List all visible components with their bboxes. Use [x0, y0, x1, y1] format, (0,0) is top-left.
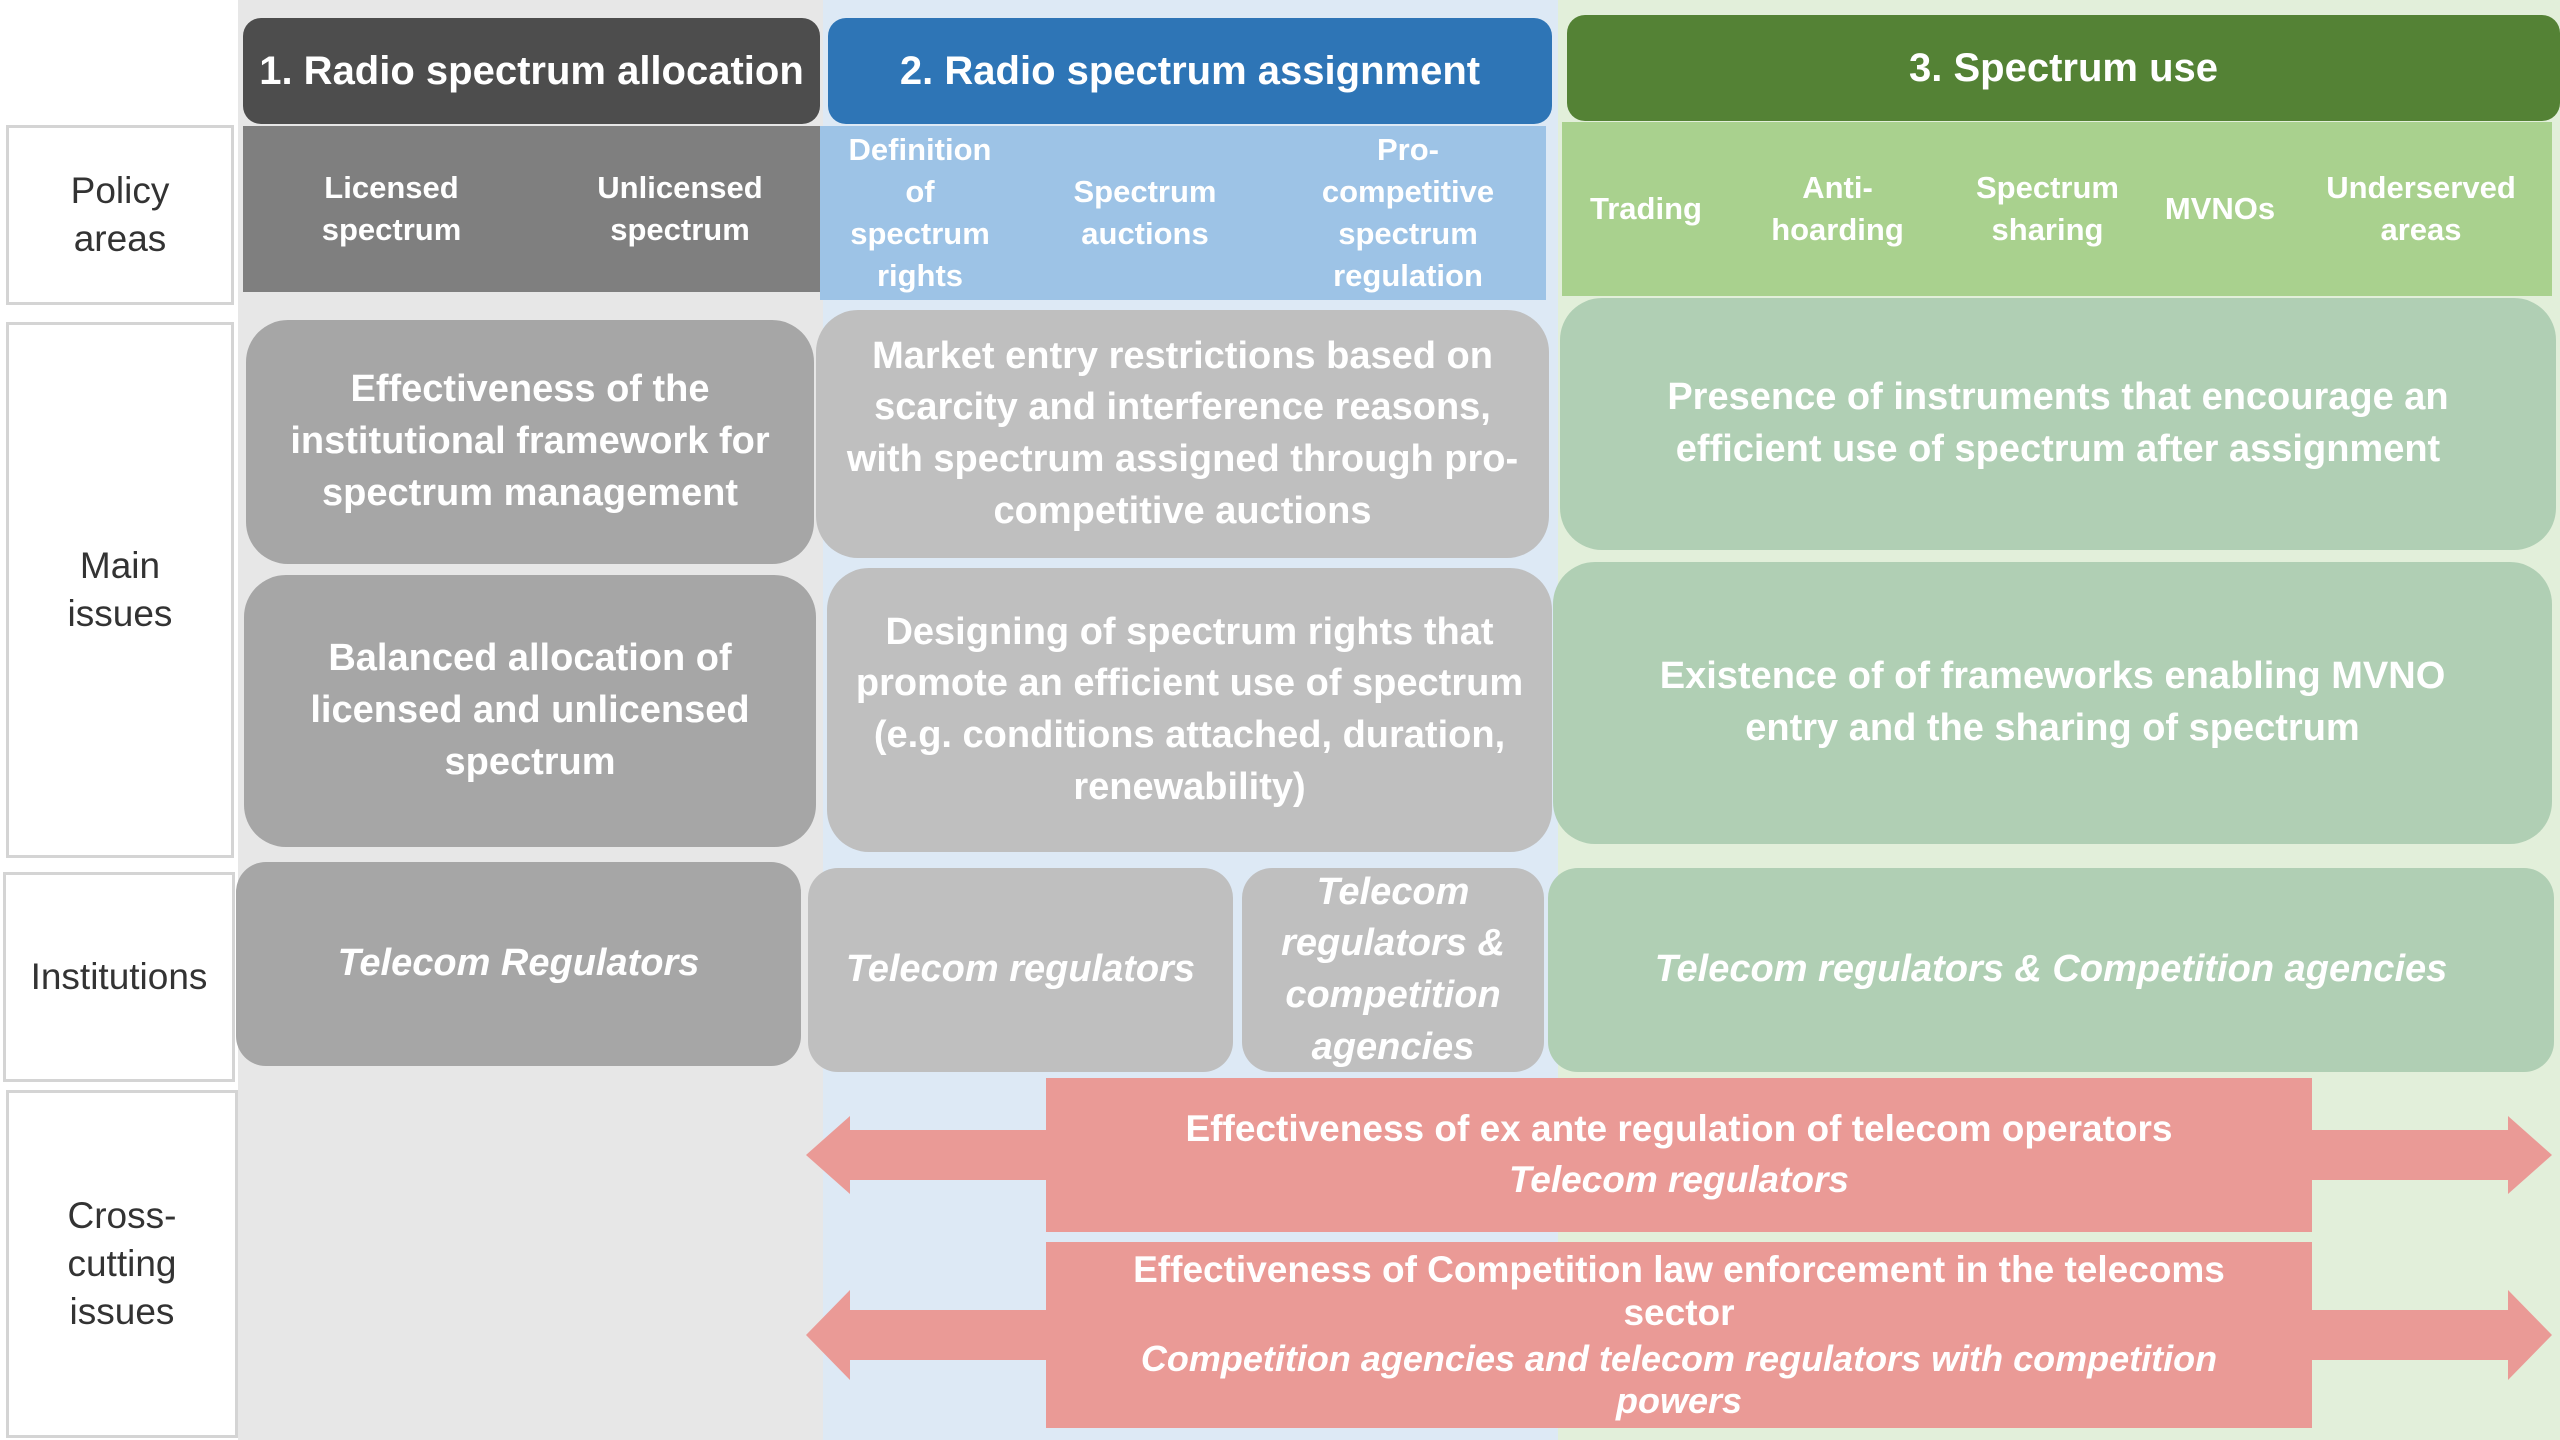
ex-ante-arrow-left-shaft	[848, 1130, 1048, 1180]
policy-area-licensed-spectrum: Licensed spectrum	[243, 126, 540, 292]
cross-cutting-competition-law: Effectiveness of Competition law enforce…	[1046, 1242, 2312, 1428]
institution-assignment-regulators-competition: Telecom regulators & competition agencie…	[1242, 868, 1544, 1072]
policy-area-spectrum-sharing: Spectrum sharing	[1945, 122, 2150, 296]
institution-assignment-regulators: Telecom regulators	[808, 868, 1233, 1072]
policy-area-anti-hoarding: Anti-hoarding	[1730, 122, 1945, 296]
policy-area-mvnos: MVNOs	[2150, 122, 2290, 296]
ex-ante-arrow-right-head	[2508, 1116, 2552, 1194]
competition-arrow-left-shaft	[848, 1310, 1048, 1360]
row-label-institutions: Institutions	[3, 872, 235, 1082]
cross-cutting-competition-title: Effectiveness of Competition law enforce…	[1133, 1249, 2225, 1333]
use-header: 3. Spectrum use	[1567, 15, 2560, 121]
assignment-header: 2. Radio spectrum assignment	[828, 18, 1552, 124]
competition-box	[1046, 1242, 2312, 1428]
ex-ante-arrow-left-head	[806, 1116, 850, 1194]
policy-area-underserved-areas: Underserved areas	[2290, 122, 2552, 296]
row-label-cross-cutting: Cross-cutting issues	[6, 1090, 238, 1438]
cross-cutting-ex-ante-institution: Telecom regulators	[1509, 1159, 1849, 1200]
competition-arrow-left-head	[806, 1290, 850, 1380]
institution-use: Telecom regulators & Competition agencie…	[1548, 868, 2554, 1072]
cross-cutting-competition-institution: Competition agencies and telecom regulat…	[1140, 1338, 2218, 1421]
issue-designing-spectrum-rights: Designing of spectrum rights that promot…	[827, 568, 1552, 852]
issue-market-entry-restrictions: Market entry restrictions based on scarc…	[816, 310, 1549, 558]
issue-mvno-frameworks: Existence of of frameworks enabling MVNO…	[1553, 562, 2552, 844]
policy-area-unlicensed-spectrum: Unlicensed spectrum	[540, 126, 820, 292]
issue-institutional-framework: Effectiveness of the institutional frame…	[246, 320, 814, 564]
policy-area-trading: Trading	[1562, 122, 1730, 296]
ex-ante-box	[1046, 1078, 2312, 1232]
cross-cutting-ex-ante-title: Effectiveness of ex ante regulation of t…	[1185, 1108, 2173, 1150]
competition-arrow-right-shaft	[2310, 1310, 2510, 1360]
row-label-main-issues: Main issues	[6, 322, 234, 858]
issue-efficient-use-instruments: Presence of instruments that encourage a…	[1560, 298, 2556, 550]
allocation-header: 1. Radio spectrum allocation	[243, 18, 820, 124]
policy-area-definition-of-spectrum-rights: Definition of spectrum rights	[820, 126, 1020, 300]
policy-area-spectrum-auctions: Spectrum auctions	[1020, 126, 1270, 300]
institution-allocation: Telecom Regulators	[236, 862, 801, 1066]
policy-area-pro-competitive-regulation: Pro-competitive spectrum regulation	[1270, 126, 1546, 300]
competition-arrow-right-head	[2508, 1290, 2552, 1380]
row-label-policy-areas: Policy areas	[6, 125, 234, 305]
ex-ante-arrow-right-shaft	[2310, 1130, 2510, 1180]
cross-cutting-ex-ante: Effectiveness of ex ante regulation of t…	[1046, 1078, 2312, 1232]
issue-balanced-allocation: Balanced allocation of licensed and unli…	[244, 575, 816, 847]
